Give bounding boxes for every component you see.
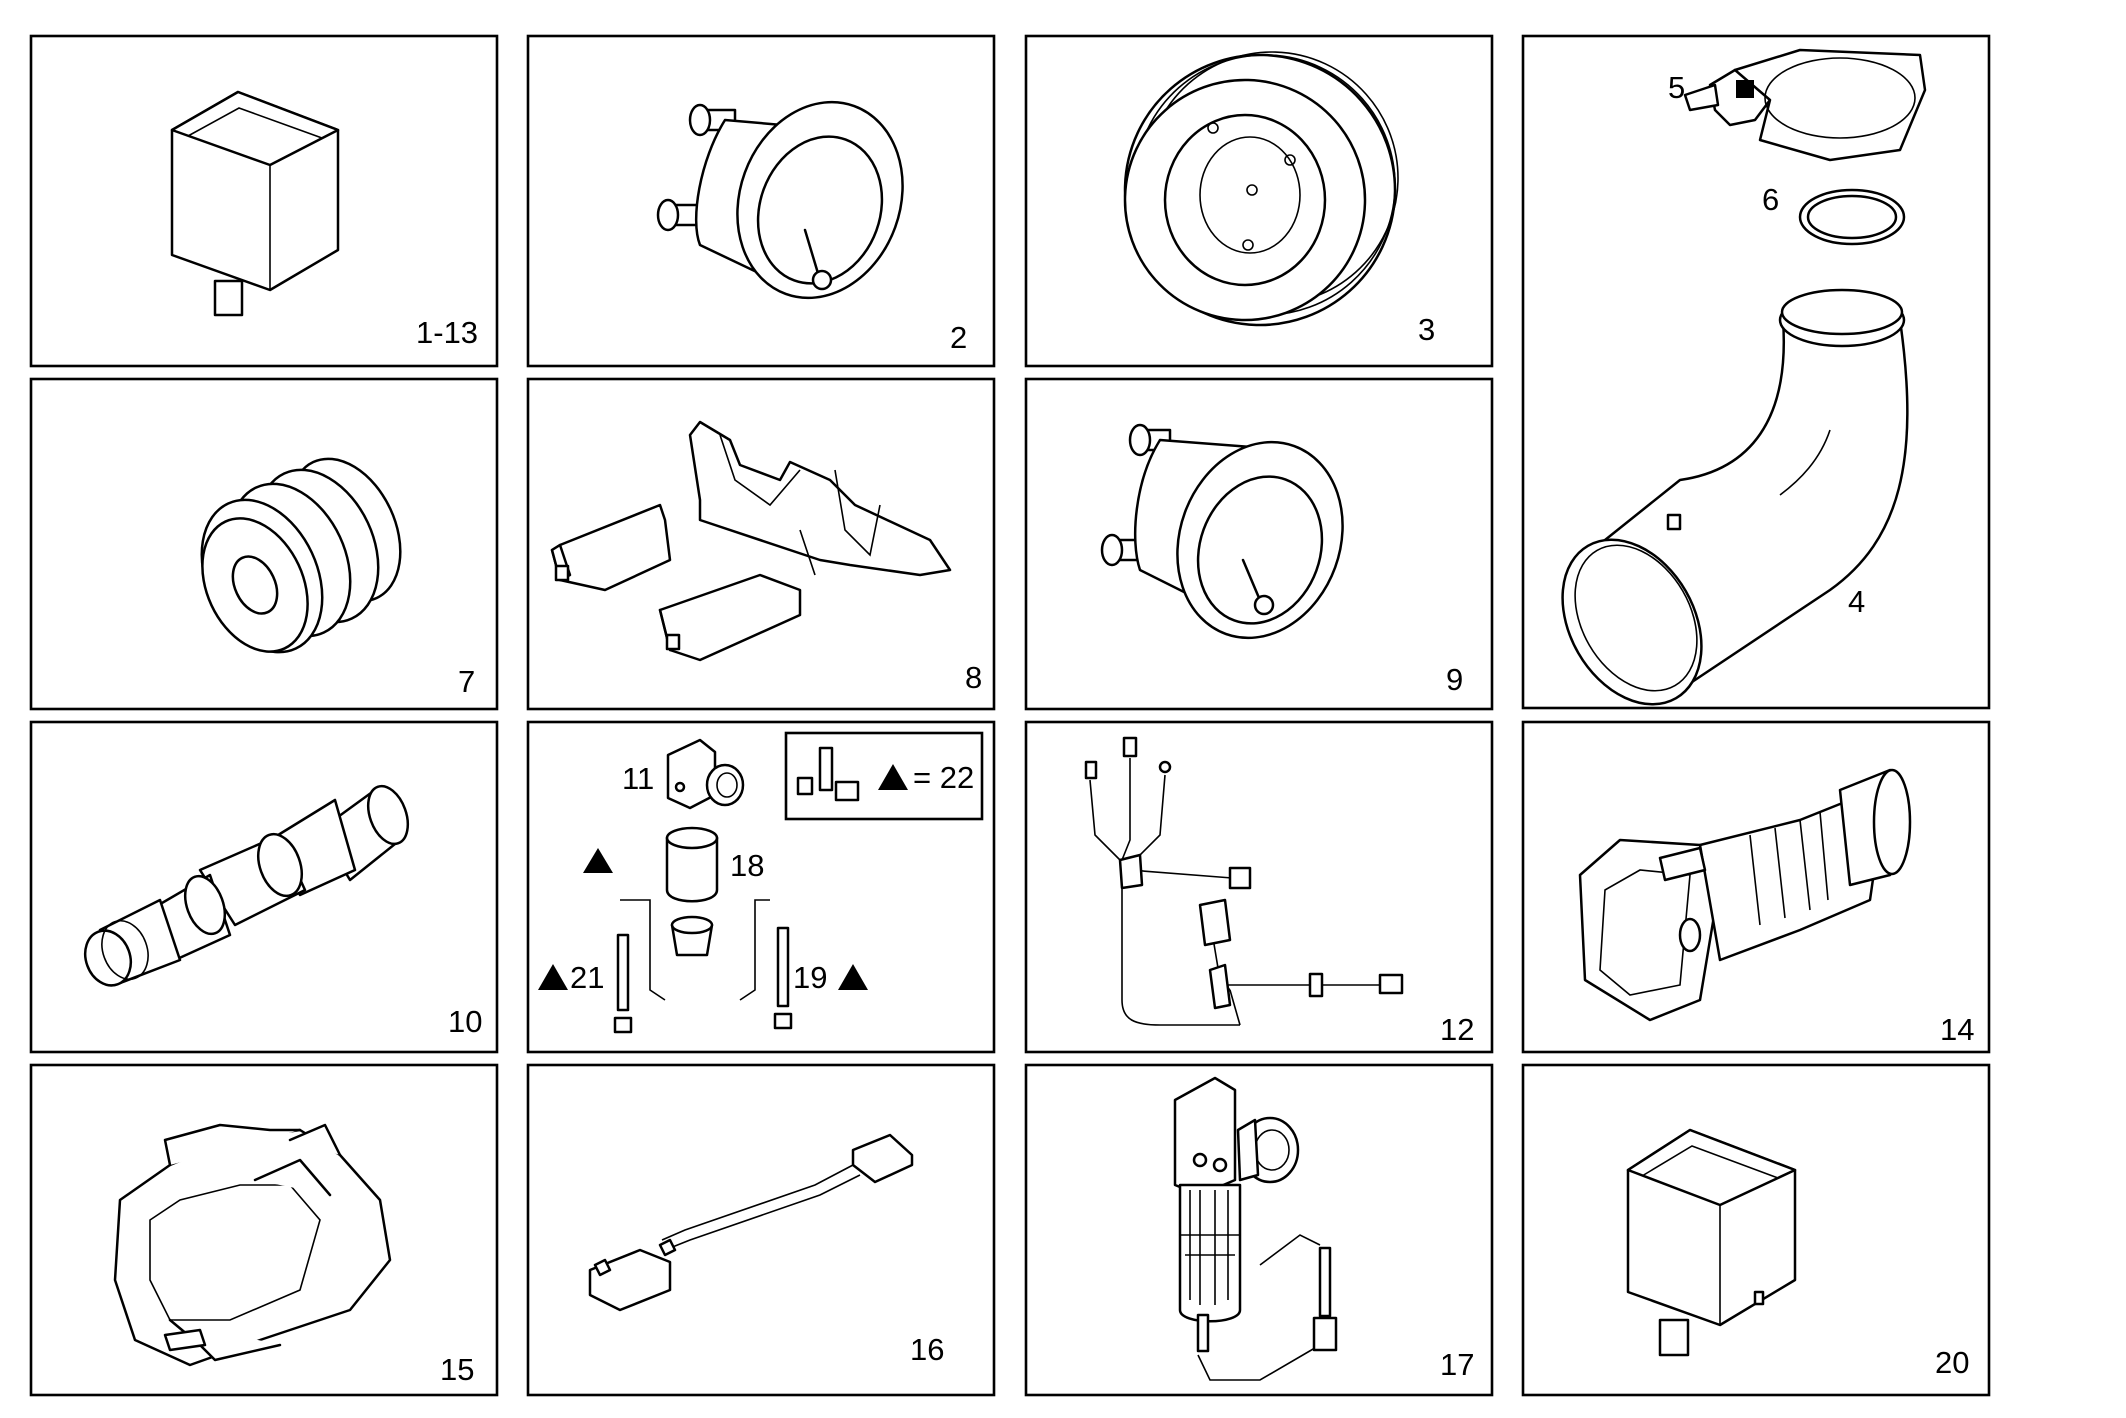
cable-sensor-icon <box>588 1133 914 1312</box>
panel-cable-sensor: 16 <box>526 1063 996 1397</box>
gauge-icon <box>1100 423 1344 640</box>
panel-grommet: 7 <box>29 377 499 711</box>
pulley-icon <box>1123 51 1399 327</box>
panel-gauge: 2 <box>526 34 996 368</box>
part-label: 7 <box>458 664 475 699</box>
part-label: 19 <box>793 960 827 995</box>
panel-connector-boot: 14 <box>1521 720 1991 1054</box>
panel-wiring-harness: 12 <box>1024 720 1494 1054</box>
filter-cup-icon <box>670 915 714 957</box>
grommet-icon <box>200 457 402 654</box>
part-label: 15 <box>440 1352 474 1387</box>
part-label: 21 <box>570 960 604 995</box>
panel-terminal-strip: 8 <box>526 377 996 711</box>
panel-frame <box>1024 1063 1494 1397</box>
drain-plug-icon <box>613 926 793 1034</box>
warning-triangle-icon <box>583 848 613 873</box>
part-label: 20 <box>1935 1345 1969 1380</box>
legend-icon <box>796 746 860 802</box>
connector-icon <box>1578 768 1912 1022</box>
panel-filter-kit: = 22 11 18 21 19 <box>526 720 996 1054</box>
filter-head-icon <box>666 738 745 810</box>
part-label: 1-13 <box>416 315 478 350</box>
terminal-strip-icon <box>550 420 952 662</box>
part-label: 18 <box>730 848 764 883</box>
bracket-lines <box>620 899 770 1001</box>
legend-text: = 22 <box>913 760 974 795</box>
part-label: 9 <box>1446 662 1463 697</box>
elbow-pipe-icon <box>1561 288 1909 706</box>
panel-pulley: 3 <box>1024 34 1494 368</box>
part-label: 16 <box>910 1332 944 1367</box>
part-label: 6 <box>1762 182 1779 217</box>
part-label: 10 <box>448 1004 482 1039</box>
panel-frame <box>1024 720 1494 1054</box>
panel-relay-2: 20 <box>1521 1063 1991 1397</box>
filter-element-icon <box>665 826 719 903</box>
fuel-filter-icon <box>1173 1076 1338 1381</box>
seal-ring-icon <box>1798 188 1906 246</box>
part-label: 11 <box>622 761 654 796</box>
part-label: 2 <box>950 320 967 355</box>
panel-fuel-filter: 17 <box>1024 1063 1494 1397</box>
part-label: 14 <box>1940 1012 1974 1047</box>
part-label: 12 <box>1440 1012 1474 1047</box>
panel-sensor-shaft: 10 <box>29 720 499 1054</box>
harness-icon <box>1084 736 1404 1026</box>
warning-triangle-icon <box>538 964 568 990</box>
panel-connector-housing: 15 <box>29 1063 499 1397</box>
part-label: 8 <box>965 660 982 695</box>
gauge-icon <box>656 100 904 300</box>
clamp-icon <box>1683 48 1927 162</box>
sensor-icon <box>83 784 410 987</box>
part-label: 17 <box>1440 1347 1474 1382</box>
warning-triangle-icon <box>838 964 868 990</box>
part-label: 5 <box>1668 70 1685 105</box>
panel-relay: 1-13 <box>29 34 499 368</box>
relay-icon <box>1626 1128 1797 1357</box>
relay-icon <box>170 90 340 317</box>
panel-gauge-small: 9 <box>1024 377 1494 711</box>
legend-box <box>784 731 984 821</box>
connector-icon <box>113 1123 392 1367</box>
warning-triangle-icon <box>878 764 908 790</box>
part-label: 4 <box>1848 584 1865 619</box>
part-label: 3 <box>1418 312 1435 347</box>
panel-elbow-pipe: 5 6 4 <box>1521 34 1991 710</box>
panel-frame <box>526 1063 996 1397</box>
